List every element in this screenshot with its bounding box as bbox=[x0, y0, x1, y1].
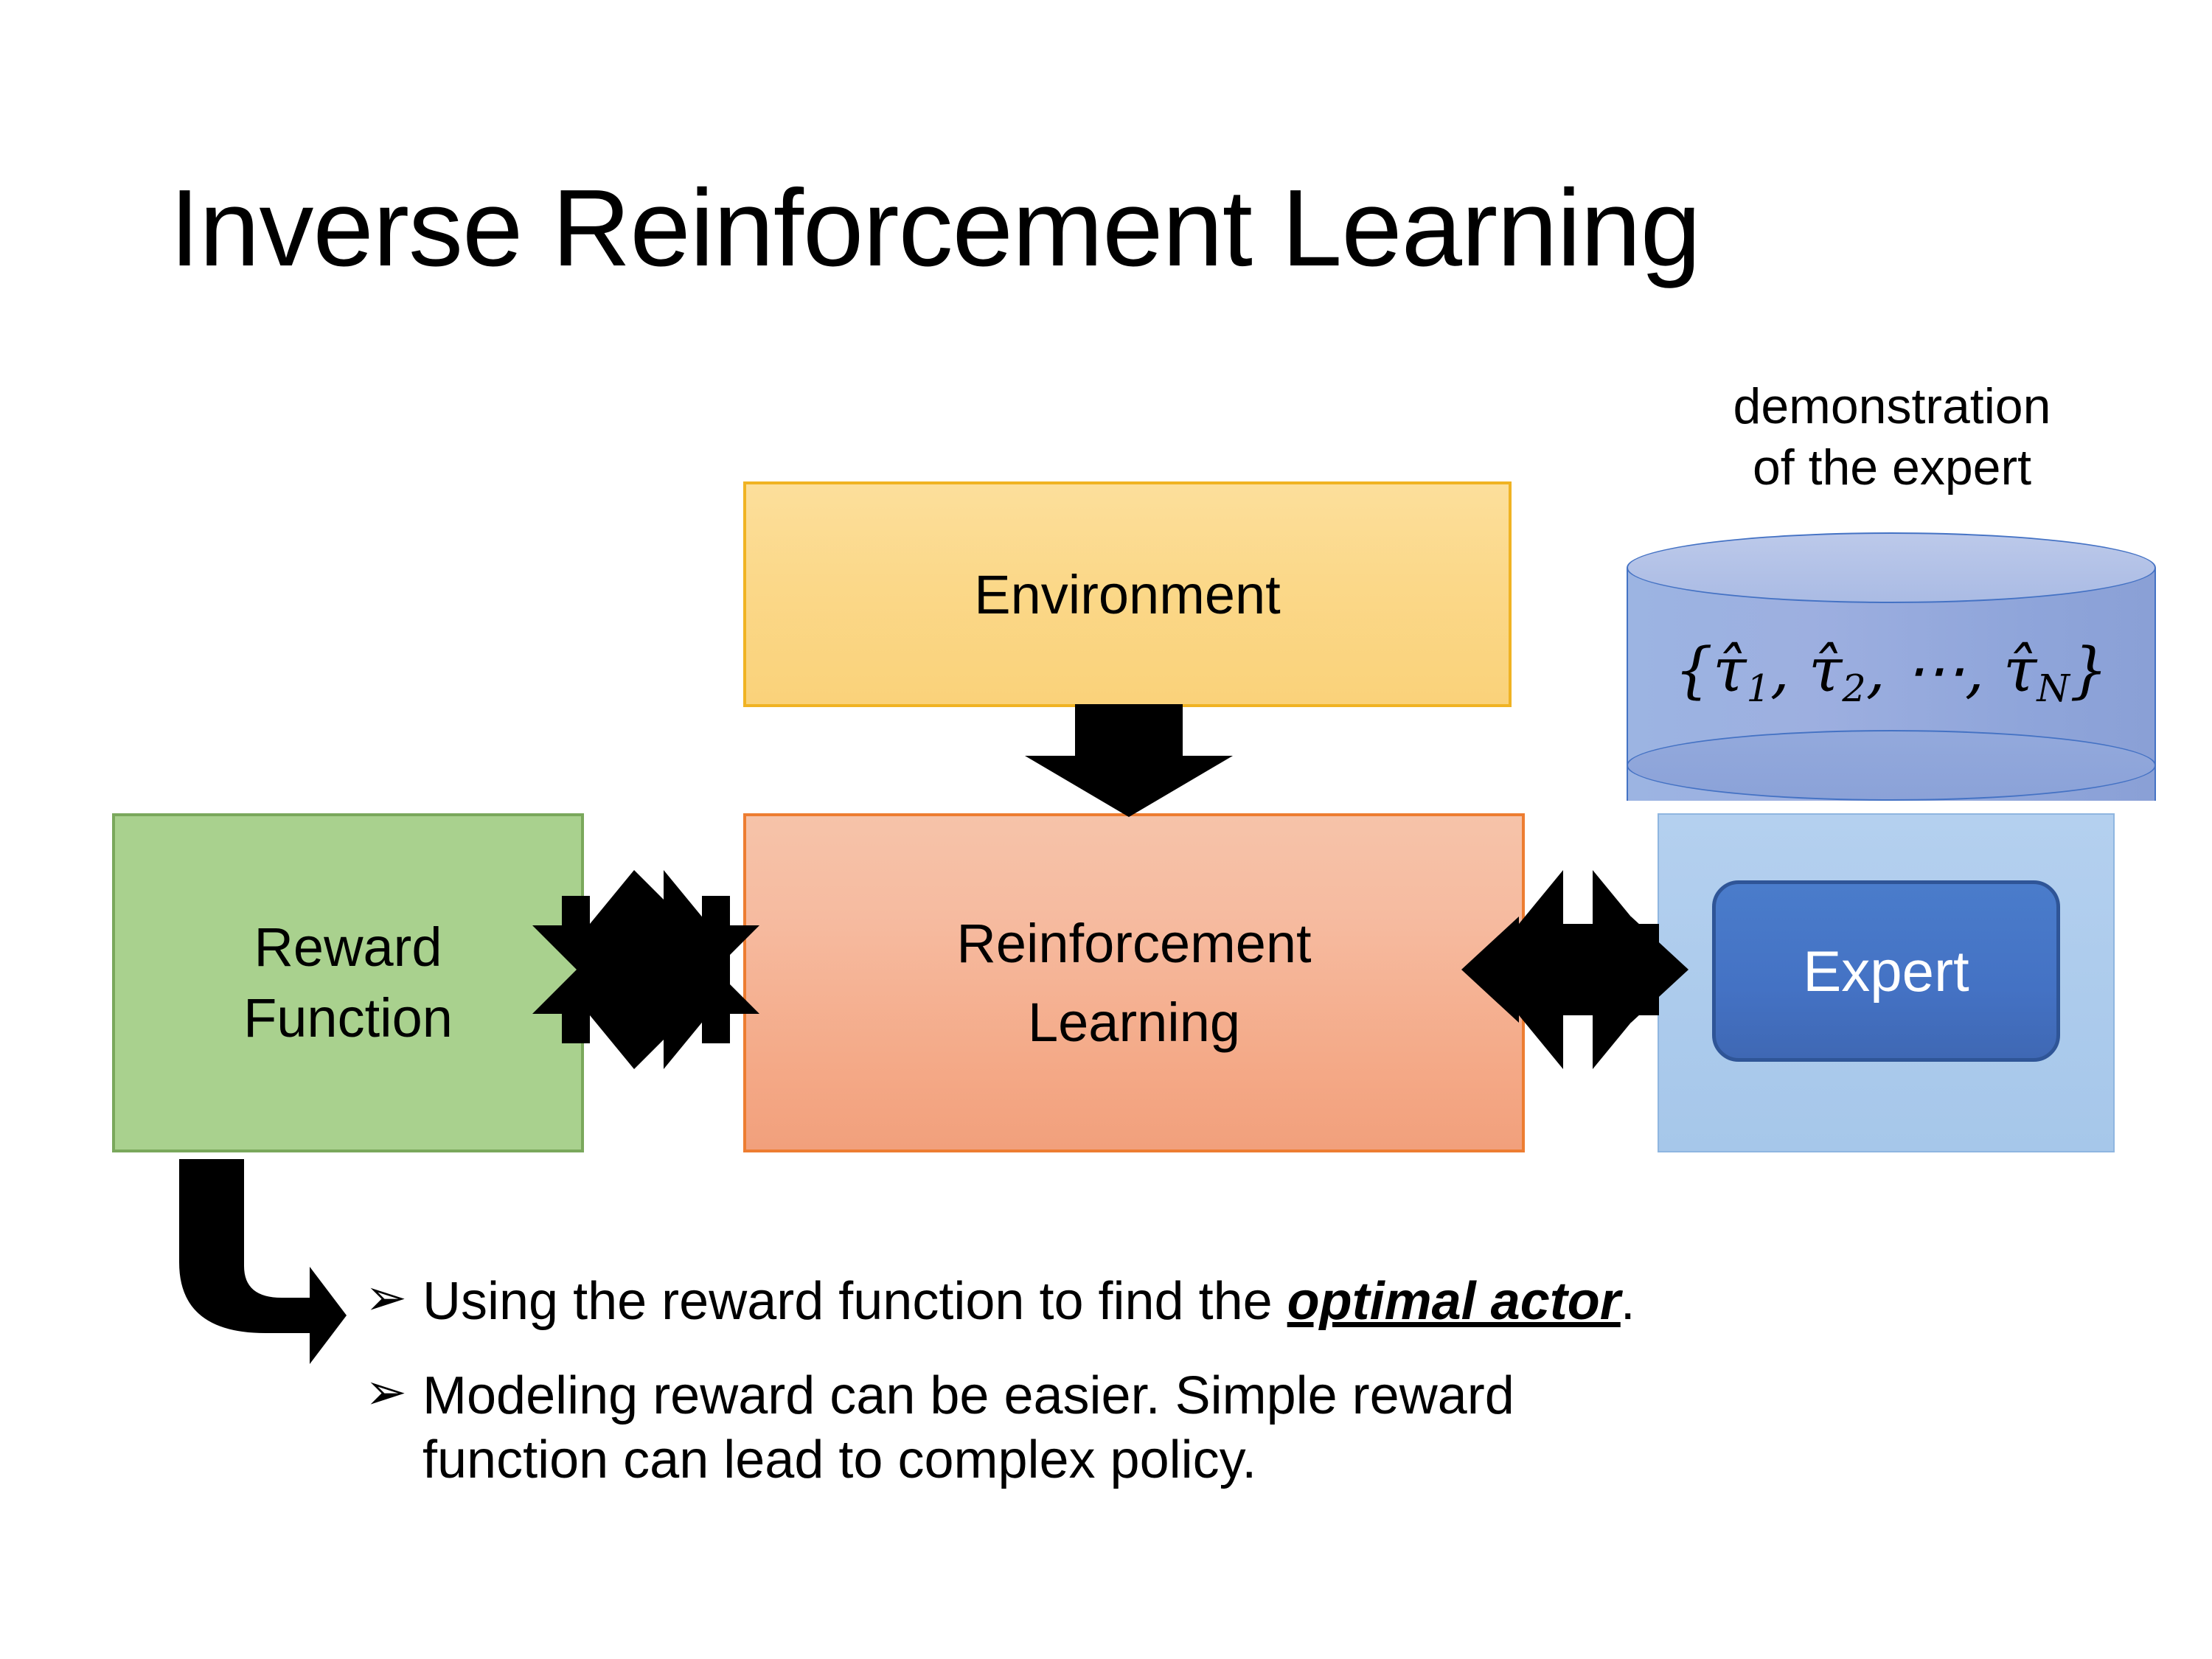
list-item: ➢ Using the reward function to find the … bbox=[365, 1270, 1987, 1333]
tau-1-subscript: 1 bbox=[1746, 667, 1770, 711]
cylinder-top-ellipse bbox=[1627, 532, 2156, 603]
bullet-list: ➢ Using the reward function to find the … bbox=[365, 1270, 1987, 1523]
elbow-arrow-icon bbox=[179, 1159, 347, 1364]
reward-function-label-line1: Reward bbox=[254, 916, 442, 978]
comma-1: , bbox=[1770, 636, 1809, 706]
bullet-text-1: Using the reward function to find the op… bbox=[422, 1270, 1635, 1333]
tau-N-subscript: N bbox=[2037, 667, 2070, 711]
demonstration-caption-line1: demonstration bbox=[1733, 378, 2051, 434]
bullet-1-suffix: . bbox=[1620, 1272, 1635, 1331]
demonstration-caption: demonstration of the expert bbox=[1656, 376, 2128, 498]
bullet-arrow-icon: ➢ bbox=[365, 1364, 407, 1421]
page-title: Inverse Reinforcement Learning bbox=[170, 167, 1701, 289]
expert-label: Expert bbox=[1803, 938, 1969, 1004]
bullet-1-emphasis: optimal actor bbox=[1287, 1272, 1621, 1331]
tau-2-subscript: 2 bbox=[1842, 667, 1866, 711]
environment-label: Environment bbox=[974, 563, 1281, 625]
rl-label-line2: Learning bbox=[1027, 992, 1240, 1053]
trajectory-set-formula: {τ̂1, τ̂2, ⋯, τ̂N} bbox=[1627, 636, 2156, 710]
cylinder-bottom-ellipse bbox=[1627, 730, 2156, 801]
down-arrow-icon bbox=[1025, 704, 1233, 817]
expert-node[interactable]: Expert bbox=[1712, 880, 2060, 1062]
tau-2: τ̂ bbox=[1809, 636, 1843, 706]
set-close-brace: } bbox=[2069, 636, 2109, 706]
rl-label-line1: Reinforcement bbox=[956, 912, 1312, 974]
reward-function-node[interactable]: Reward Function bbox=[112, 813, 584, 1152]
tau-N: τ̂ bbox=[2003, 636, 2037, 706]
tau-1: τ̂ bbox=[1713, 636, 1747, 706]
environment-node[interactable]: Environment bbox=[743, 481, 1512, 707]
ellipsis: ⋯ bbox=[1904, 636, 1965, 706]
comma-2: , bbox=[1865, 636, 1905, 706]
set-open-brace: { bbox=[1674, 636, 1714, 706]
list-item: ➢ Modeling reward can be easier. Simple … bbox=[365, 1364, 1987, 1492]
demonstration-caption-line2: of the expert bbox=[1752, 439, 2032, 495]
bullet-arrow-icon: ➢ bbox=[365, 1270, 407, 1326]
bullet-1-prefix: Using the reward function to find the bbox=[422, 1272, 1287, 1331]
bullet-text-2: Modeling reward can be easier. Simple re… bbox=[422, 1366, 1514, 1489]
demonstration-cylinder: {τ̂1, τ̂2, ⋯, τ̂N} bbox=[1627, 532, 2156, 836]
reward-function-label-line2: Function bbox=[243, 987, 453, 1048]
reinforcement-learning-node[interactable]: Reinforcement Learning bbox=[743, 813, 1525, 1152]
comma-3: , bbox=[1964, 636, 2003, 706]
